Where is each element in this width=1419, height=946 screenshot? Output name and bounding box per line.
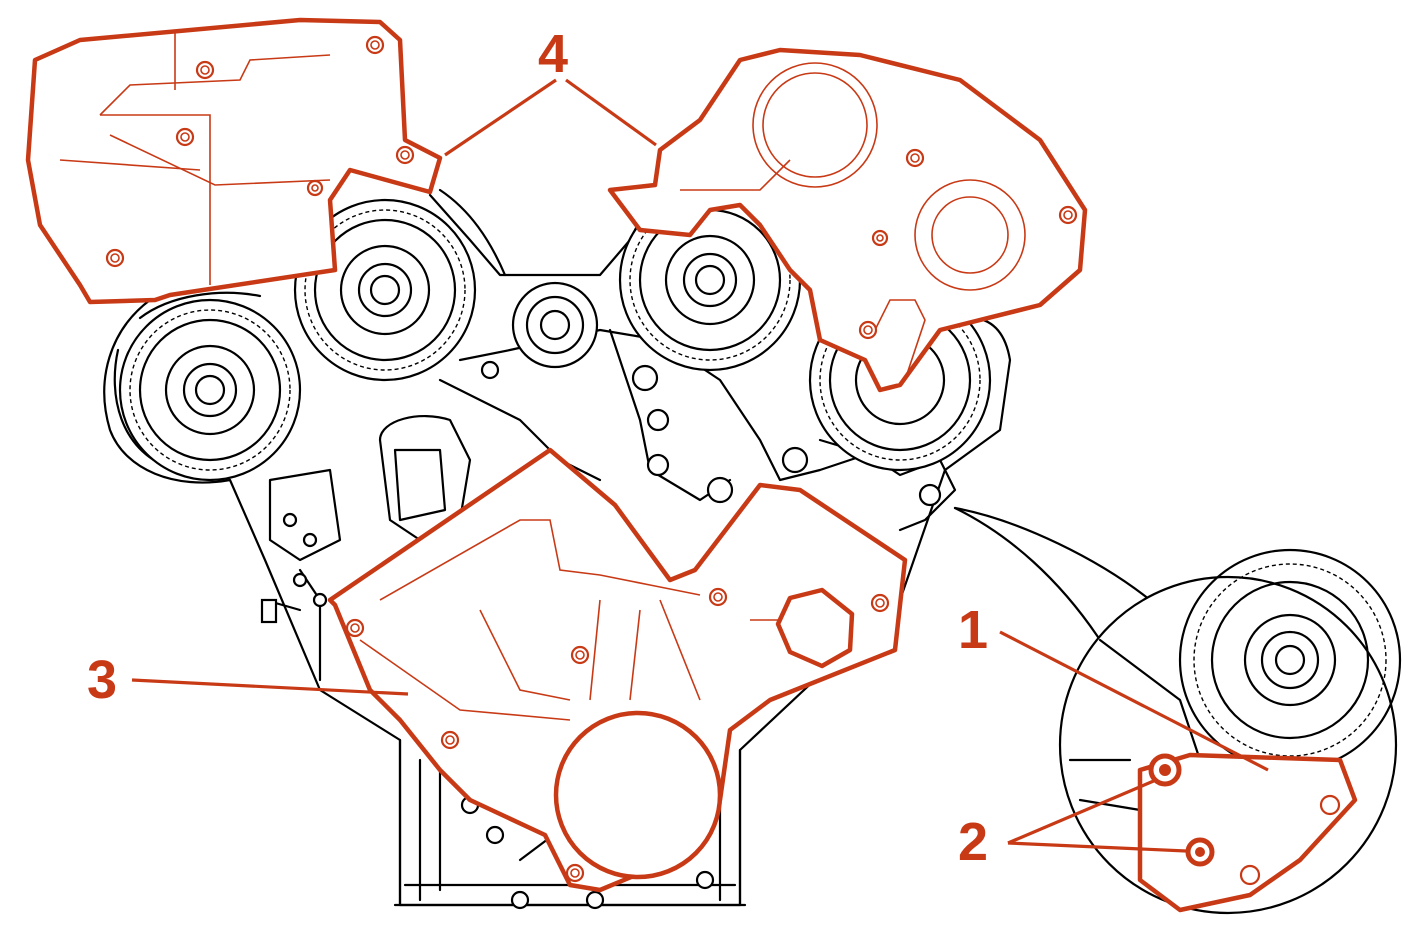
leader-line-2-lower	[1007, 841, 1187, 853]
callout-label-4: 4	[538, 24, 568, 84]
locating-bolts[interactable]	[1148, 753, 1215, 867]
inset-detail	[953, 506, 1402, 915]
idler-pulley	[511, 281, 599, 369]
left-exhaust-sprocket	[118, 298, 302, 482]
lower-timing-cover[interactable]	[327, 447, 908, 893]
callout-3-group: 3	[87, 650, 409, 710]
upper-timing-cover-right[interactable]	[607, 47, 1088, 393]
leader-line-2-upper	[1007, 778, 1157, 845]
leader-line-3	[131, 678, 409, 696]
left-intake-sprocket	[293, 198, 477, 382]
leader-line-1	[999, 630, 1269, 772]
callout-2-group: 2	[958, 778, 1187, 872]
callout-4-group: 4	[444, 24, 657, 157]
callout-label-1: 1	[958, 600, 988, 660]
callout-label-3: 3	[87, 650, 117, 710]
callout-1-group: 1	[958, 600, 1269, 772]
leader-line-4-left	[444, 78, 557, 157]
callout-label-2: 2	[958, 812, 988, 872]
cam-sprockets	[118, 188, 992, 608]
upper-timing-cover-left[interactable]	[25, 17, 443, 305]
leader-line-4-right	[565, 78, 657, 147]
